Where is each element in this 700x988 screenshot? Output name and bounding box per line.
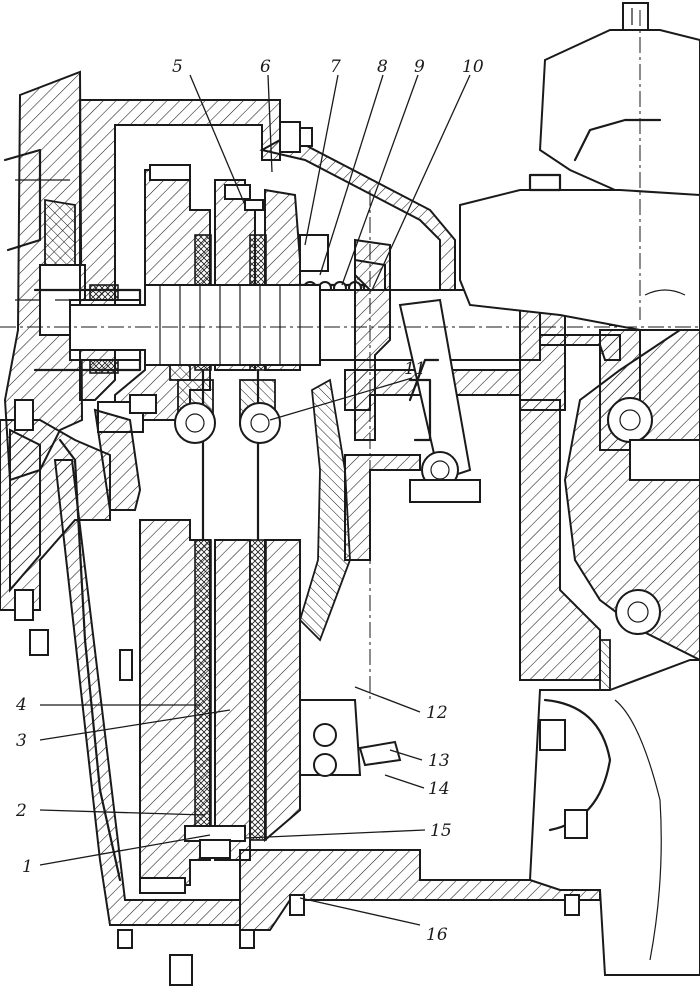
callout-13: 13 (428, 751, 450, 771)
bottom-bolts (117, 894, 580, 949)
bell-housing-lower (29, 408, 193, 986)
callout-2: 2 (15, 801, 27, 821)
callout-8: 8 (377, 57, 388, 77)
callout-10: 10 (462, 57, 484, 77)
callout-15: 15 (430, 821, 452, 841)
leader-lines (39, 74, 471, 926)
callout-3: 3 (16, 731, 27, 751)
callout-16: 16 (426, 925, 448, 945)
callout-9: 9 (414, 57, 425, 77)
callout-14: 14 (428, 779, 450, 799)
filler-cap (538, 2, 700, 211)
callout-4: 4 (15, 695, 27, 715)
callout-5: 5 (172, 57, 183, 77)
callout-12: 12 (426, 703, 448, 723)
callouts: 5 6 7 8 9 10 11 12 13 14 15 16 4 3 2 1 (15, 57, 484, 945)
release-mechanism (298, 238, 521, 777)
callout-11: 11 (404, 359, 426, 379)
lower-casing (528, 659, 700, 976)
callout-1: 1 (22, 857, 33, 877)
callout-7: 7 (330, 57, 341, 77)
callout-6: 6 (260, 57, 271, 77)
release-bearings (97, 394, 281, 444)
upper-tank (459, 10, 700, 331)
